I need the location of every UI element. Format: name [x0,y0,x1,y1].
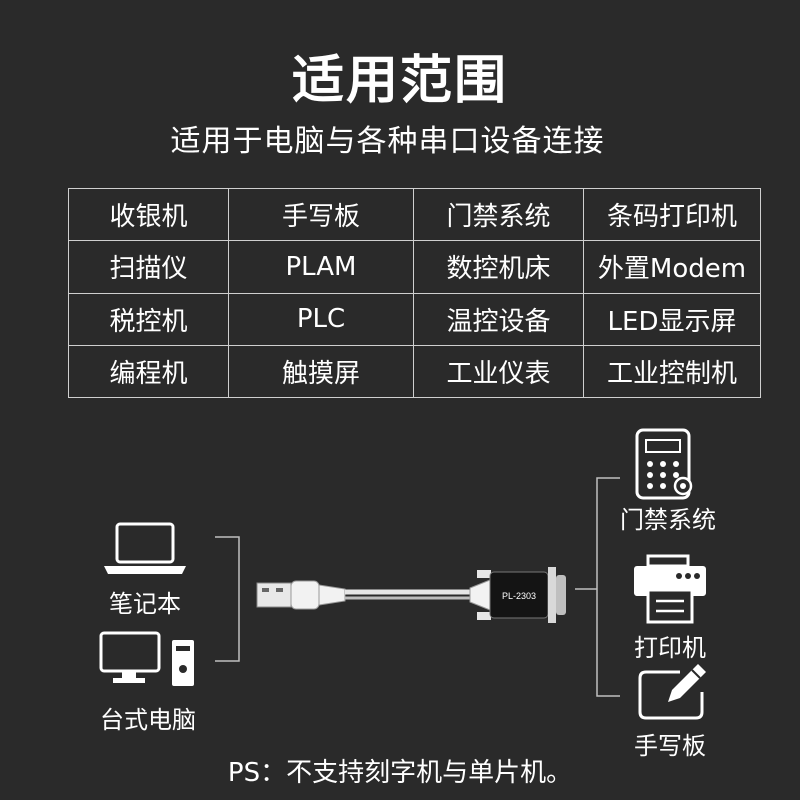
device-label-tablet: 手写板 [634,732,706,760]
desktop-computer-icon [99,631,194,686]
table-row: 扫描仪 PLAM 数控机床 外置Modem [68,240,761,294]
table-row: 税控机 PLC 温控设备 LED显示屏 [68,292,761,346]
adapter-label: PL-2303 [502,591,536,601]
table-cell: PLAM [228,240,414,294]
device-label-access-control: 门禁系统 [620,506,716,534]
access-control-keypad-icon [635,428,693,500]
table-cell: 工业仪表 [413,344,584,399]
table-cell: 温控设备 [413,292,584,346]
table-cell: 门禁系统 [413,187,584,242]
page-subtitle: 适用于电脑与各种串口设备连接 [170,124,605,159]
footnote: PS：不支持刻字机与单片机。 [227,758,573,788]
device-label-laptop: 笔记本 [109,590,181,618]
table-cell: 触摸屏 [228,344,414,399]
device-label-printer: 打印机 [634,634,706,662]
writing-tablet-icon [638,664,706,720]
table-cell: 收银机 [68,187,229,242]
table-cell: 扫描仪 [68,240,229,294]
table-cell: PLC [228,292,414,346]
laptop-icon [104,522,186,574]
table-cell: 编程机 [68,344,229,399]
table-cell: 外置Modem [583,240,761,294]
usb-cable-icon [256,580,470,610]
device-label-desktop: 台式电脑 [100,706,196,734]
serial-adapter-icon: PL-2303 [469,567,566,623]
page-title: 适用范围 [291,51,508,111]
table-cell: 工业控制机 [583,344,761,399]
table-cell: 税控机 [68,292,229,346]
application-table: 收银机 手写板 门禁系统 条码打印机 扫描仪 PLAM 数控机床 外置Modem… [68,187,761,399]
table-row: 编程机 触摸屏 工业仪表 工业控制机 [68,344,761,399]
printer-icon [634,554,706,624]
table-row: 收银机 手写板 门禁系统 条码打印机 [68,187,761,242]
